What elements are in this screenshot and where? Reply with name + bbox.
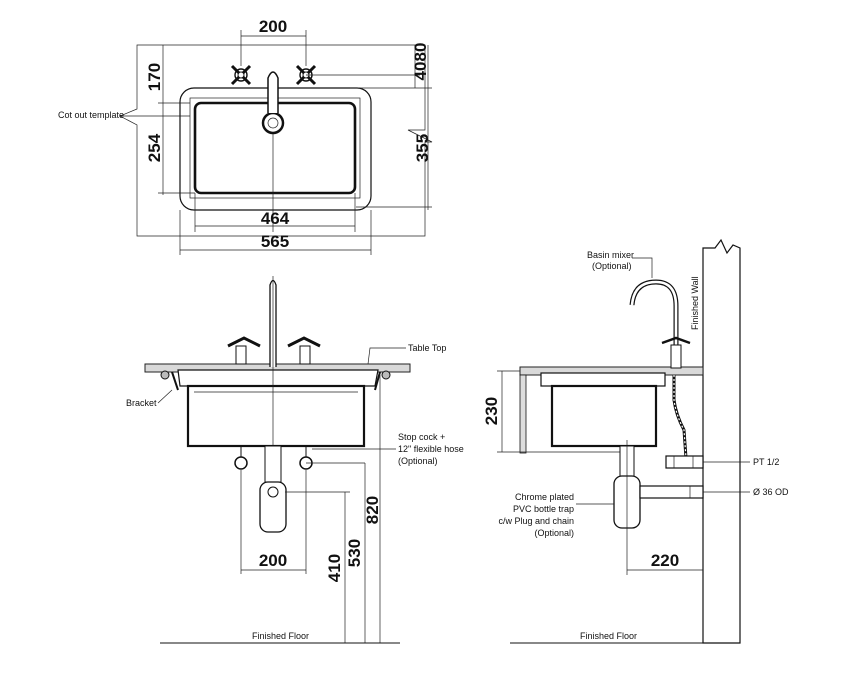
dim-front-200: 200: [259, 551, 287, 570]
label-trap-3: c/w Plug and chain: [498, 516, 574, 526]
dim-side-220: 220: [651, 551, 679, 570]
side-basin-rim: [540, 372, 666, 387]
top-waste-outlet: [261, 111, 285, 135]
label-trap-2: PVC bottle trap: [513, 504, 574, 514]
front-stop-cock-left: [234, 456, 248, 470]
label-od: Ø 36 OD: [753, 487, 789, 497]
side-view: Finished Wall 230 PT 1/2 Ø 36 OD: [482, 238, 789, 644]
front-tap-right: [287, 336, 321, 365]
dim-top-40: 40: [411, 62, 430, 81]
front-basin-rim: [177, 369, 379, 387]
top-counter-outline: [119, 44, 433, 237]
label-basin-mixer-1: Basin mixer: [587, 250, 634, 260]
label-trap-1: Chrome plated: [515, 492, 574, 502]
side-wall: [702, 238, 741, 644]
front-basin-bowl: [186, 384, 366, 448]
dim-front-410: 410: [325, 554, 344, 582]
dim-top-464: 464: [261, 209, 290, 228]
dim-top-80: 80: [411, 43, 430, 62]
front-view: 200 410 530 820 Finished Floor Table Top…: [126, 276, 464, 644]
front-waste: [264, 445, 282, 483]
dim-front-820: 820: [363, 496, 382, 524]
top-spout: [267, 71, 279, 113]
dim-top-254: 254: [145, 133, 164, 162]
label-pt: PT 1/2: [753, 457, 779, 467]
side-basin-bowl: [550, 384, 658, 448]
label-table-top: Table Top: [408, 343, 446, 353]
front-bottle-trap: [259, 481, 287, 533]
dim-top-170: 170: [145, 63, 164, 91]
label-cut-out-template: Cot out template: [58, 110, 124, 120]
label-bracket: Bracket: [126, 398, 157, 408]
label-finished-floor-front: Finished Floor: [252, 631, 309, 641]
label-finished-floor-side: Finished Floor: [580, 631, 637, 641]
front-bracket-right: [374, 370, 391, 391]
dim-side-230: 230: [482, 397, 501, 425]
side-basin-mixer: [629, 279, 679, 345]
dim-top-355: 355: [413, 134, 432, 162]
dim-top-565: 565: [261, 232, 289, 251]
label-trap-4: (Optional): [534, 528, 574, 538]
label-stop-cock-3: (Optional): [398, 456, 438, 466]
label-stop-cock-2: 12" flexible hose: [398, 444, 464, 454]
top-view: 200 170 254 40 80 355 464 565 Cot out te…: [58, 17, 433, 255]
side-waste-pipe: [639, 485, 704, 499]
top-tap-left: [230, 64, 252, 86]
label-basin-mixer-2: (Optional): [592, 261, 632, 271]
dim-top-tap-spacing: 200: [259, 17, 287, 36]
front-bracket-left: [160, 370, 179, 391]
top-waste-inner: [267, 117, 279, 129]
side-stop-cock: [665, 455, 704, 469]
dim-front-530: 530: [345, 539, 364, 567]
front-tap-left: [227, 336, 261, 365]
label-finished-wall: Finished Wall: [690, 276, 700, 330]
label-stop-cock-1: Stop cock +: [398, 432, 445, 442]
